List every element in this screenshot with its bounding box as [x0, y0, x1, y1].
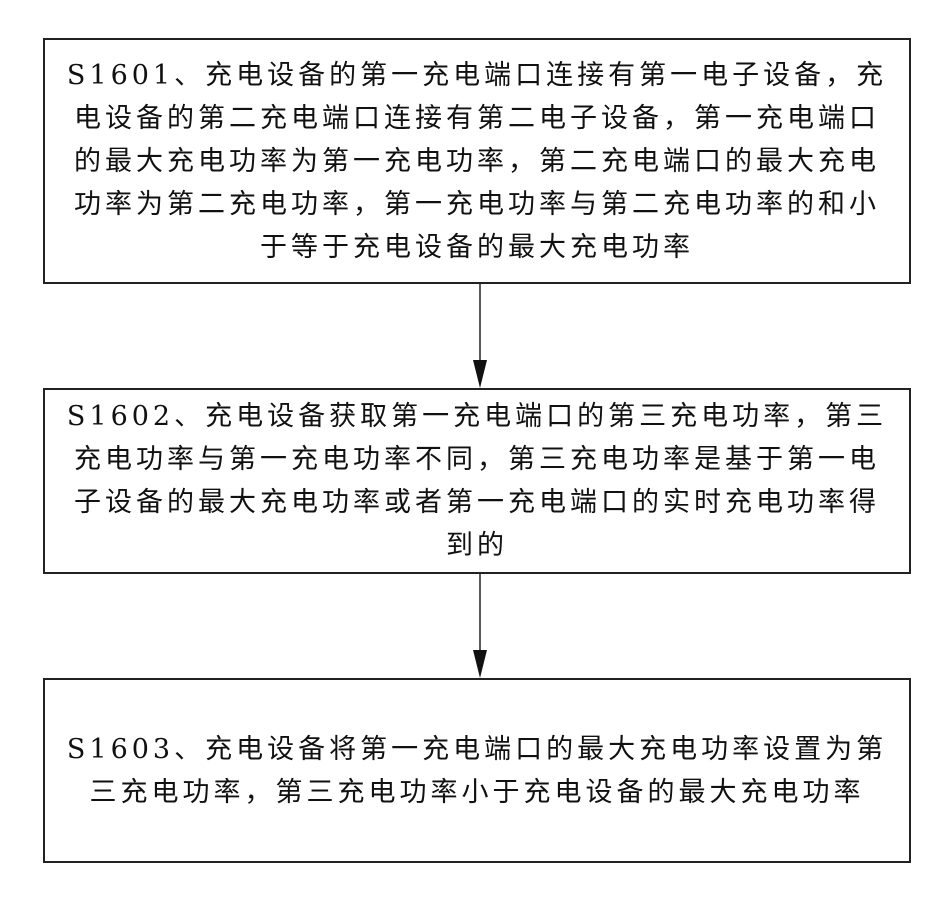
arrow-s1601-to-s1602	[473, 284, 487, 388]
arrowhead-icon	[473, 360, 487, 388]
step-s1603-box: S1603、充电设备将第一充电端口的最大充电功率设置为第三充电功率，第三充电功率…	[43, 678, 911, 863]
arrow-s1602-to-s1603	[473, 574, 487, 678]
arrowhead-icon	[473, 650, 487, 678]
step-s1601-box: S1601、充电设备的第一充电端口连接有第一电子设备，充电设备的第二充电端口连接…	[43, 38, 911, 284]
step-s1602-box: S1602、充电设备获取第一充电端口的第三充电功率，第三充电功率与第一充电功率不…	[43, 388, 911, 574]
step-s1603-text: S1603、充电设备将第一充电端口的最大充电功率设置为第三充电功率，第三充电功率…	[66, 733, 888, 808]
step-s1601-text: S1601、充电设备的第一充电端口连接有第一电子设备，充电设备的第二充电端口连接…	[66, 59, 888, 263]
step-s1602-text: S1602、充电设备获取第一充电端口的第三充电功率，第三充电功率与第一充电功率不…	[66, 401, 888, 561]
